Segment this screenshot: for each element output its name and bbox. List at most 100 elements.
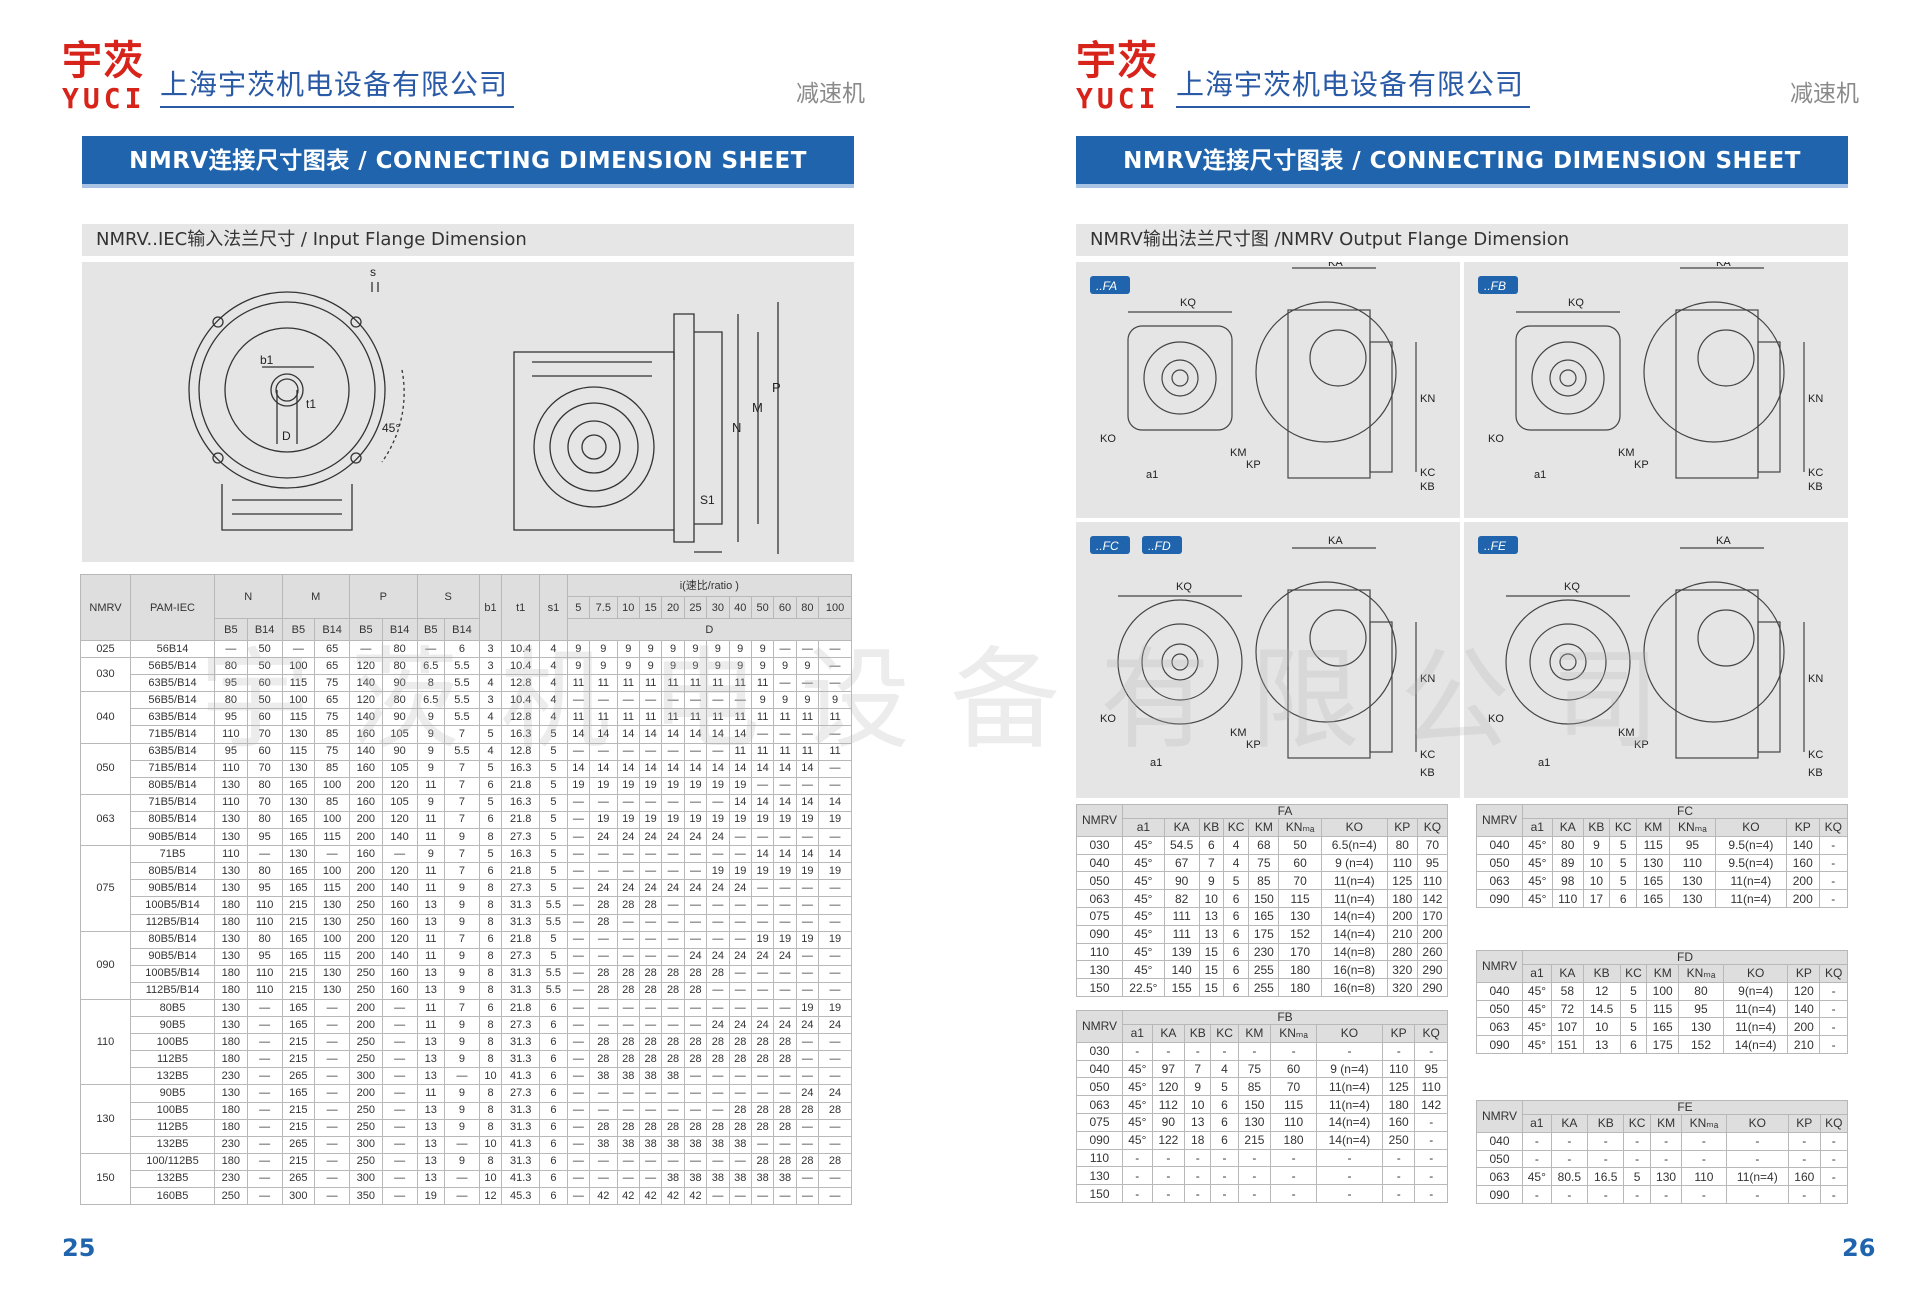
table-cell: —	[589, 1101, 618, 1120]
table-cell: 24	[795, 1084, 820, 1103]
table-cell: —	[706, 981, 730, 1000]
right-header: 宇茨 YUCI 上海宇茨机电设备有限公司 减速机	[1000, 0, 1920, 130]
table-cell: 11(n=4)	[1320, 871, 1388, 891]
table-cell: —	[773, 998, 797, 1018]
nmrv-size: 025	[80, 639, 131, 659]
table-cell: 13	[416, 1169, 446, 1189]
table-cell: 14	[589, 759, 618, 778]
table-cell: 14(n=4)	[1315, 1130, 1383, 1150]
logo-chinese: 宇茨	[62, 37, 144, 84]
table-cell: 6	[1619, 1035, 1648, 1054]
table-cell: 19	[773, 810, 797, 830]
table-cell: 65	[314, 691, 350, 710]
table-cell: 24	[728, 1016, 752, 1035]
table-cell: 14(n=4)	[1722, 1035, 1789, 1054]
nmrv-size: 063	[1076, 889, 1123, 908]
table-cell: 265	[281, 1135, 316, 1154]
table-cell: 9	[638, 639, 663, 659]
table-cell: 180	[214, 896, 248, 915]
table-cell: 65	[314, 639, 350, 659]
table-cell: —	[728, 845, 752, 864]
pam-iec-cell: 80B5/B14	[130, 930, 215, 949]
table-cell: —	[795, 639, 820, 659]
table-cell: 11	[706, 674, 730, 693]
pam-iec-cell: 100/112B5	[130, 1152, 215, 1171]
table-cell: 200	[1386, 906, 1418, 926]
table-cell: —	[589, 998, 618, 1018]
table-cell: 24	[706, 828, 730, 847]
table-cell: 28	[773, 1101, 797, 1120]
nmrv-size: 090	[1076, 924, 1123, 944]
table-cell: —	[750, 913, 775, 932]
table-cell: —	[661, 793, 685, 812]
table-cell: 6	[539, 1050, 568, 1069]
table-cell: 28	[728, 1033, 752, 1052]
table-cell: 11(n=4)	[1320, 889, 1388, 908]
table-cell: 160	[349, 725, 383, 744]
table-cell: 151	[1550, 1035, 1584, 1054]
table-cell: —	[444, 1067, 480, 1086]
pam-iec-cell: 90B5/B14	[130, 879, 215, 898]
table-cell: —	[818, 947, 852, 966]
table-cell: 19	[589, 810, 618, 830]
pam-iec-cell: 56B5/B14	[130, 657, 215, 676]
col-header: a1	[1122, 1024, 1153, 1043]
col-t1: t1	[501, 574, 541, 641]
table-cell: —	[750, 964, 775, 983]
table-cell: 142	[1416, 889, 1449, 908]
table-cell: -	[1681, 1149, 1727, 1169]
table-cell: —	[314, 1016, 350, 1035]
table-cell: 14	[683, 725, 708, 744]
table-cell: 115	[314, 879, 350, 898]
table-cell: 13	[1198, 924, 1224, 944]
table-cell: 28	[661, 964, 685, 983]
table-cell: 7	[444, 998, 480, 1018]
table-cell: —	[795, 1118, 820, 1137]
table-cell: 14	[795, 793, 820, 812]
nmrv-size: 110	[1076, 942, 1123, 962]
table-cell: —	[444, 1135, 480, 1154]
table-cell: 9	[416, 725, 446, 744]
table-cell: -	[1818, 871, 1849, 891]
table-cell: 6	[539, 1186, 568, 1206]
table-cell: 9	[444, 1118, 480, 1137]
table-cell: -	[1725, 1149, 1790, 1169]
table-cell: —	[750, 896, 775, 915]
table-cell: 28	[750, 1118, 775, 1137]
table-cell: 140	[381, 947, 418, 966]
table-cell: —	[566, 845, 591, 864]
col-header: KC	[1623, 1114, 1651, 1133]
table-cell: —	[214, 639, 248, 659]
table-cell: 130	[1649, 1167, 1683, 1187]
table-cell: 130	[1668, 889, 1716, 908]
table-cell: 19	[750, 862, 775, 881]
nmrv-size: 050	[1076, 871, 1123, 891]
table-cell: —	[616, 845, 640, 864]
table-cell: 14	[616, 725, 640, 744]
table-cell: 152	[1278, 924, 1322, 944]
pam-iec-cell: 100B5	[130, 1101, 215, 1120]
table-cell: 24	[706, 1016, 730, 1035]
table-cell: 165	[1646, 1017, 1680, 1037]
table-cell: 13	[416, 1033, 446, 1052]
b5-header: B5	[281, 618, 316, 641]
col-header: KA	[1550, 1114, 1589, 1133]
b5-header: B5	[349, 618, 383, 641]
table-cell: —	[773, 1084, 797, 1103]
col-header: a1	[1522, 1114, 1552, 1133]
nmrv-size: 050	[1076, 1077, 1123, 1097]
table-cell: 14.5	[1582, 999, 1621, 1019]
fe-drawing: ..FE KQ KA KN KO a1 KM KP	[1478, 535, 1823, 779]
table-cell: 80	[246, 862, 283, 881]
table-cell: -	[1151, 1166, 1186, 1186]
table-cell: 6	[539, 998, 568, 1018]
table-cell: 115	[1270, 1095, 1317, 1114]
pam-iec-cell: 90B5/B14	[130, 947, 215, 966]
table-cell: 250	[349, 1152, 383, 1171]
dim-ka: KA	[1716, 535, 1731, 547]
table-cell: 58	[1550, 981, 1584, 1001]
